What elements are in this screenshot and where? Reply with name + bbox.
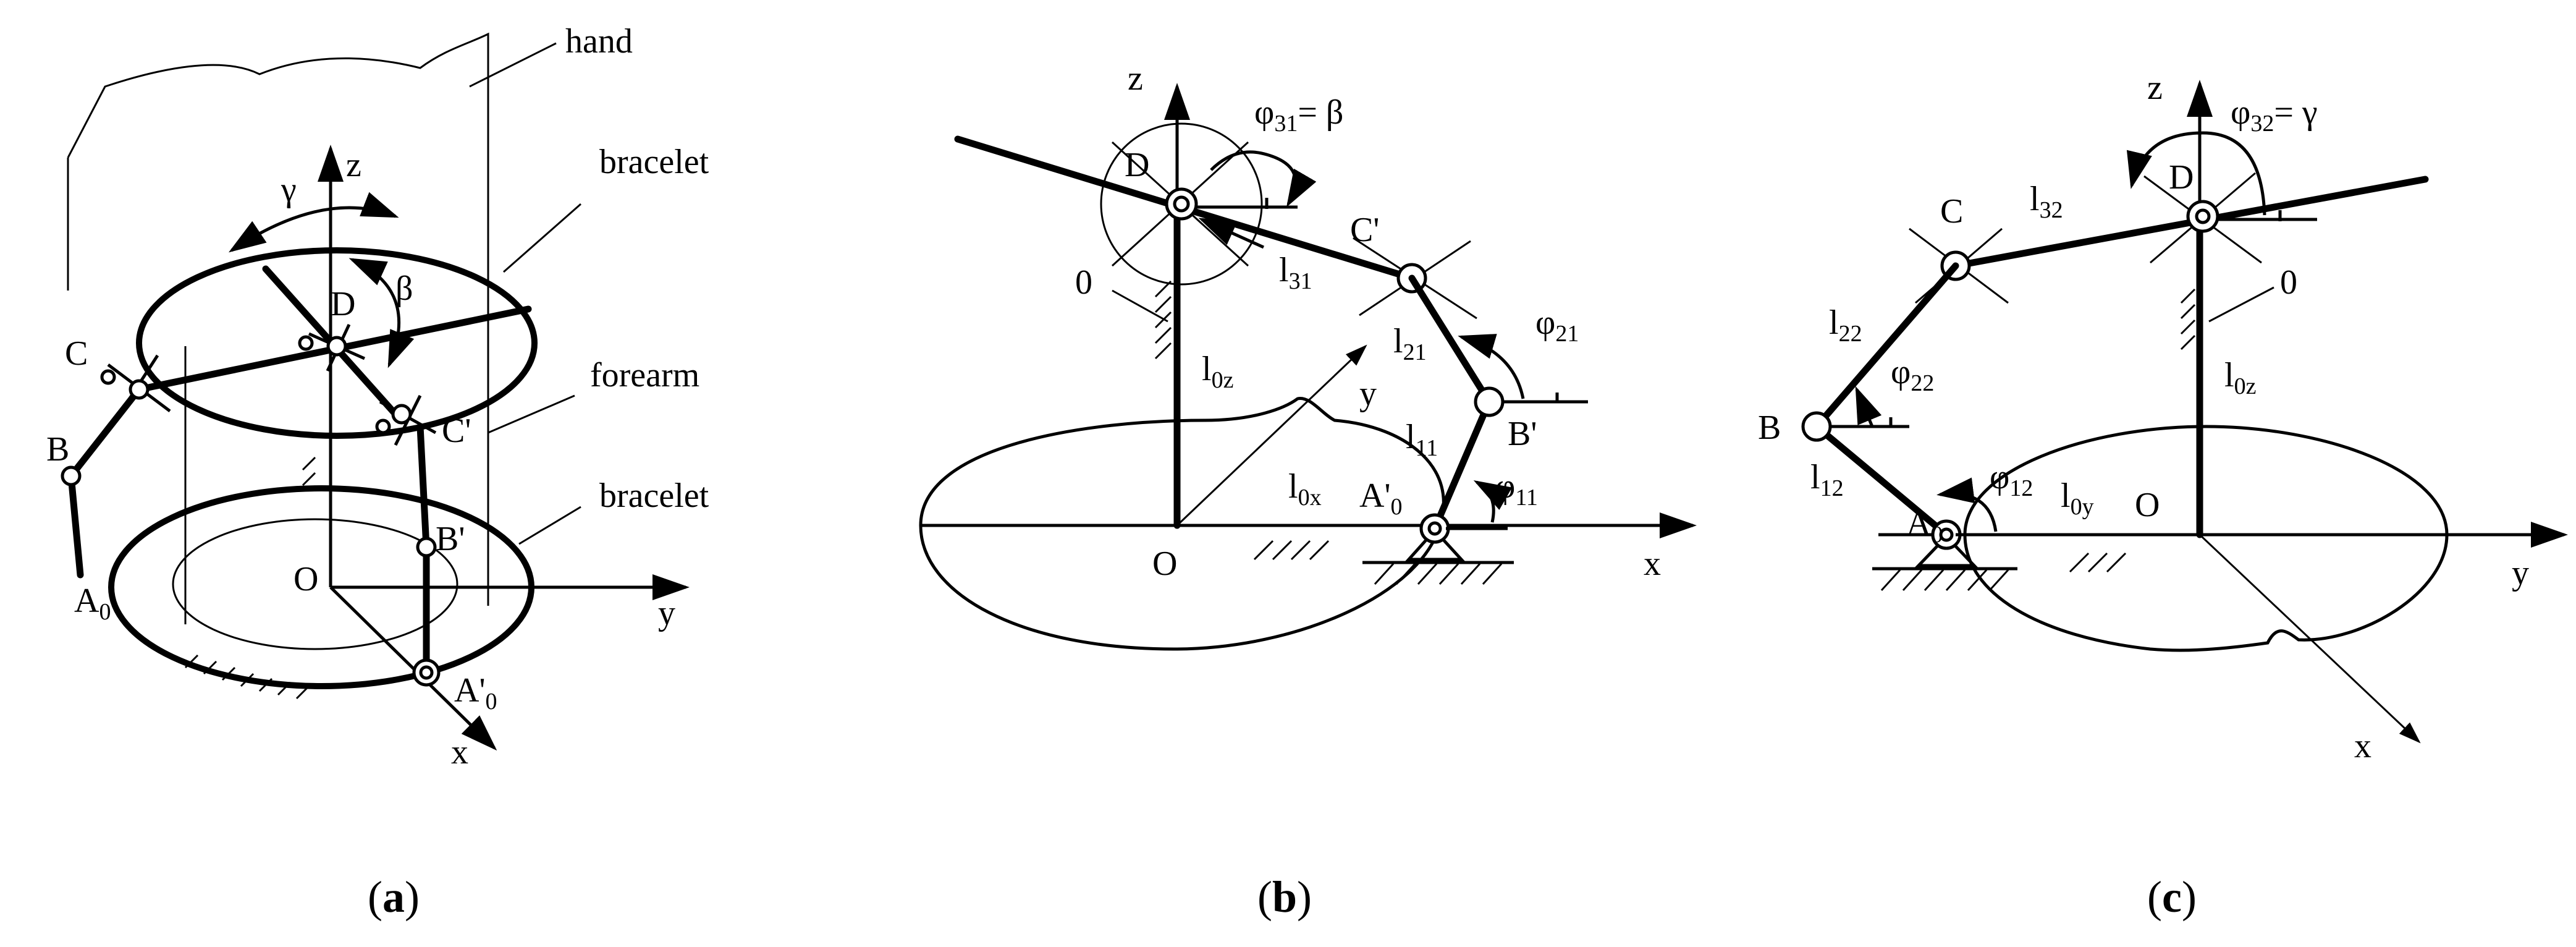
- label-b-c: B: [1758, 409, 1781, 447]
- label-b-a: B: [46, 430, 69, 469]
- joint-a0-prime-inner: [419, 665, 434, 680]
- ground-ellipse-c: [1963, 425, 2449, 652]
- link-l21-b: [1408, 274, 1493, 406]
- link-l22-c: [1813, 262, 1959, 430]
- zero-leader-c: [2208, 286, 2274, 323]
- joint-c-prime-a: [375, 394, 437, 446]
- hand-outline: [67, 32, 489, 624]
- label-x-a: x: [451, 733, 468, 771]
- top-bracelet-leader: [503, 203, 581, 273]
- label-bracelet-bottom: bracelet: [599, 477, 709, 515]
- label-phi12: φ12: [1990, 458, 2033, 501]
- label-l32: l32: [2030, 180, 2063, 223]
- l31-pointer: [1198, 218, 1265, 249]
- angle-circle-d-b: [1100, 122, 1263, 286]
- label-l0y-c: l0y: [2061, 477, 2094, 520]
- joint-d-a: [298, 323, 366, 372]
- label-b-prime-b: B': [1508, 415, 1537, 453]
- label-forearm: forearm: [590, 356, 699, 394]
- label-d-b: D: [1125, 146, 1149, 184]
- label-a0-a: A0: [74, 582, 111, 625]
- ground-hatch-a: [184, 456, 316, 700]
- label-hand: hand: [565, 22, 633, 61]
- frame-hatch-c: [2069, 288, 2196, 573]
- joint-b-c: [1801, 411, 1832, 442]
- joint-b-prime-a: [416, 537, 437, 558]
- label-c-a: C: [65, 334, 88, 373]
- phi11-arc: [1473, 480, 1513, 523]
- phi21-arc: [1458, 334, 1525, 399]
- label-x-c: x: [2354, 727, 2371, 765]
- label-l12: l12: [1810, 458, 1844, 501]
- label-l31: l31: [1279, 251, 1312, 294]
- phi32-arc: [2126, 131, 2266, 216]
- bottom-bracelet-leader: [518, 506, 581, 545]
- support-a0-c: [1915, 534, 1978, 567]
- label-y-c: y: [2512, 554, 2529, 592]
- label-phi11: φ11: [1495, 467, 1538, 511]
- label-c-prime-b: C': [1350, 211, 1379, 249]
- label-a0-c: A0: [1906, 504, 1943, 548]
- label-z-a: z: [346, 146, 361, 184]
- label-l22: l22: [1829, 304, 1862, 347]
- gamma-arrow: [229, 192, 399, 253]
- caption-c: (c): [2147, 872, 2197, 922]
- panel-c: z y x O C D B A0 0 φ32= γ φ22 φ12 l32 l2…: [1758, 69, 2568, 922]
- panel-b: z y x O D C' B' A'0 0 φ31= β φ21 φ11 l31…: [919, 59, 1697, 922]
- caption-a: (a): [368, 872, 420, 922]
- y-axis-b: [1176, 344, 1367, 527]
- label-l0z-c: l0z: [2224, 356, 2256, 399]
- label-b-prime-a: B': [436, 520, 465, 558]
- ground-ellipse-b: [919, 397, 1445, 651]
- joint-b-prime-b: [1474, 386, 1505, 417]
- label-y-b: y: [1359, 375, 1377, 413]
- zero-leader-b: [1112, 289, 1168, 323]
- label-bracelet-top: bracelet: [599, 143, 709, 181]
- label-l11: l11: [1406, 418, 1438, 461]
- forearm-inner: [172, 518, 458, 650]
- label-c-c: C: [1940, 192, 1963, 231]
- label-x-b: x: [1644, 545, 1661, 583]
- label-y-a: y: [658, 594, 675, 632]
- label-l0x-b: l0x: [1288, 467, 1322, 511]
- label-phi32: φ32= γ: [2231, 93, 2318, 137]
- label-zero-c: 0: [2280, 263, 2297, 302]
- label-c-prime-a: C': [442, 412, 471, 450]
- label-d-a: D: [331, 285, 355, 323]
- label-o-b: O: [1152, 545, 1177, 583]
- label-phi21: φ21: [1535, 304, 1579, 347]
- forearm-leader: [488, 394, 575, 434]
- support-a0-prime-b: [1405, 528, 1465, 561]
- beta-arrow: [348, 258, 415, 368]
- phi31-arc: [1210, 150, 1317, 208]
- label-o-c: O: [2135, 486, 2160, 524]
- link-l11-b: [1431, 398, 1493, 532]
- label-gamma: γ: [281, 171, 297, 209]
- label-beta: β: [395, 270, 413, 308]
- label-l21: l21: [1393, 322, 1427, 365]
- label-d-c: D: [2169, 158, 2194, 197]
- hand-leader: [469, 42, 557, 88]
- label-a0-prime-a: A'0: [454, 671, 497, 715]
- x-axis-a: [329, 586, 497, 751]
- label-phi31: φ31= β: [1254, 93, 1343, 137]
- label-l0z-b: l0z: [1202, 350, 1233, 393]
- x-axis-c: [2198, 533, 2421, 744]
- label-zero-b: 0: [1075, 263, 1092, 302]
- label-a0-prime-b: A'0: [1359, 477, 1403, 520]
- joint-b-a: [61, 465, 82, 486]
- phi12-arc: [1936, 477, 1998, 532]
- joint-c-a: [100, 354, 171, 412]
- phi22-pointer: [1855, 386, 1882, 427]
- label-o-a: O: [293, 560, 318, 598]
- caption-b: (b): [1257, 872, 1312, 922]
- label-phi22: φ22: [1891, 353, 1934, 396]
- label-z-c: z: [2147, 69, 2163, 107]
- panel-a: hand bracelet forearm bracelet γ β z y x…: [46, 22, 709, 922]
- label-z-b: z: [1128, 59, 1143, 98]
- link-l12-c: [1813, 423, 1950, 538]
